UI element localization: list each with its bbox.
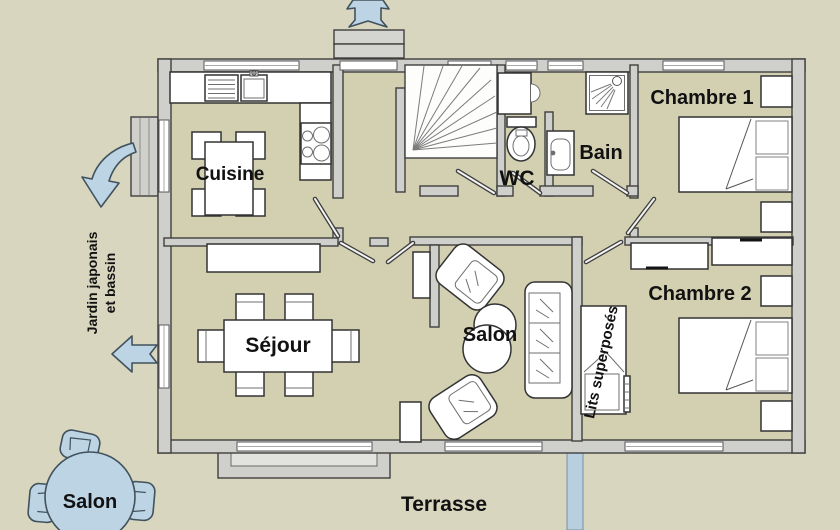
terrace-steps (217, 451, 391, 479)
wall-salon-top (409, 236, 583, 246)
nightstand (760, 201, 793, 233)
kitchen-table-set (191, 131, 266, 217)
label-cuisine: Cuisine (196, 164, 265, 185)
nightstand (760, 275, 793, 307)
bunk-ladder (623, 375, 631, 413)
pillow (755, 156, 789, 191)
label-salon-exterieur: Salon (63, 491, 117, 513)
outdoor-round-table (44, 451, 136, 530)
label-sejour: Séjour (245, 334, 310, 357)
kitchen-sink (240, 70, 268, 102)
sejour-furniture (197, 243, 360, 397)
window-wc-top (505, 60, 538, 71)
dining-table (223, 319, 333, 373)
wall-stair-left (395, 87, 406, 193)
wall-kitchen-right (332, 64, 344, 199)
wall-sejour-salon-stub (429, 244, 440, 328)
door-kitchen (312, 196, 341, 239)
label-bain: Bain (579, 142, 622, 164)
label-chambre1: Chambre 1 (650, 87, 753, 109)
sideboard (206, 243, 321, 273)
bath-washbasin (546, 130, 575, 176)
side-table (462, 324, 512, 374)
small-cabinet (399, 401, 422, 443)
wall-left (157, 58, 172, 454)
pillow (755, 120, 789, 155)
bath-fixtures (546, 71, 629, 176)
front-door-opening (339, 60, 398, 71)
pillow (755, 321, 789, 356)
chambre1-furniture (678, 75, 793, 233)
label-terrasse: Terrasse (401, 493, 487, 516)
dish-rack (204, 74, 239, 102)
pillow (755, 357, 789, 392)
entrance-porch (333, 29, 405, 59)
label-salon-interieur: Salon (463, 324, 517, 346)
wall-corridor-2 (496, 185, 514, 197)
water-path-strip (566, 451, 584, 530)
chambre2-furniture (580, 275, 793, 432)
wall-hall-post (369, 237, 389, 247)
label-jardin-ligne2: et bassin (102, 253, 118, 314)
window-chambre2-bottom (624, 441, 724, 452)
door-wc (510, 170, 543, 196)
window-chambre1-top (662, 60, 725, 71)
wc-washbasin-cabinet (497, 72, 541, 115)
window-kitchen-left (158, 119, 170, 193)
tv-cabinet (412, 251, 431, 299)
armchair (435, 243, 505, 311)
shower (585, 71, 629, 115)
door-hall (455, 168, 497, 196)
bunk-bed (580, 305, 631, 415)
label-jardin-ligne1: Jardin japonais (84, 231, 100, 334)
chimney-block (130, 116, 159, 197)
salon-furniture (399, 243, 573, 443)
wall-bath-right (629, 64, 639, 199)
kitchen-fixtures (169, 70, 332, 217)
nightstand (760, 75, 793, 108)
outdoor-salon-set (27, 429, 156, 530)
staircase (404, 64, 498, 159)
wall-bedrooms-divider (624, 236, 794, 246)
window-sejour-bottom (236, 441, 373, 452)
garden-curved-arrow-icon (81, 142, 137, 208)
door-bain (590, 168, 630, 196)
garden-left-arrow-icon (111, 335, 158, 373)
kitchen-table (204, 141, 254, 216)
wall-corridor-1 (419, 185, 459, 197)
closets (630, 237, 793, 270)
door-chambre2 (583, 239, 624, 265)
doors (312, 168, 657, 265)
label-wc: WC (500, 167, 535, 190)
armchair (428, 373, 498, 441)
wall-right (791, 58, 806, 454)
wc-fixtures (497, 72, 541, 162)
stove (300, 122, 332, 165)
door-chambre1 (625, 196, 657, 236)
label-chambre2: Chambre 2 (648, 283, 751, 305)
toilet (506, 116, 537, 162)
sofa (524, 281, 573, 399)
window-kitchen-top (203, 60, 300, 71)
door-sejour (338, 240, 376, 264)
nightstand (760, 400, 793, 432)
wall-corridor-3 (539, 185, 594, 197)
window-bath-top (547, 60, 584, 71)
entrance-arrow-icon (346, 0, 390, 28)
door-salon (385, 240, 416, 265)
window-salon-bottom (444, 441, 543, 452)
window-sejour-left (158, 324, 170, 389)
